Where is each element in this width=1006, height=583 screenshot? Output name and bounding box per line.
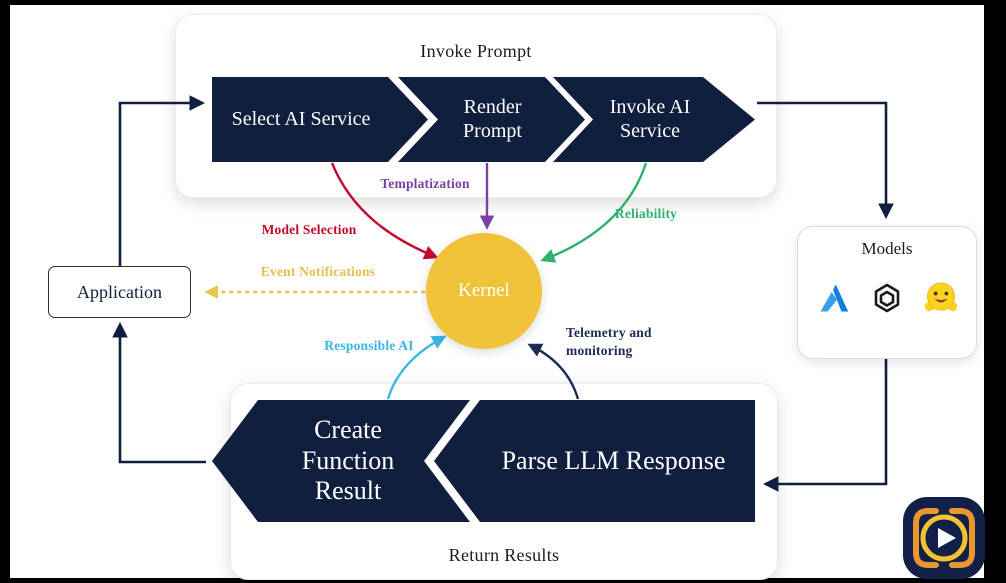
models-icon-row bbox=[798, 279, 976, 317]
step-parse-llm-response-label: Parse LLM Response bbox=[501, 445, 726, 475]
label-responsible-ai: Responsible AI bbox=[324, 338, 414, 353]
kernel-node: Kernel bbox=[426, 233, 542, 349]
azure-icon bbox=[814, 279, 852, 317]
label-templatization: Templatization bbox=[380, 176, 470, 191]
application-label: Application bbox=[77, 281, 162, 302]
application-box: Application bbox=[48, 266, 191, 318]
step-select-ai-service-label: Select AI Service bbox=[231, 107, 371, 130]
step-select-ai-service: Select AI Service bbox=[212, 77, 428, 162]
step-invoke-ai-service-label: Invoke AI Service bbox=[609, 95, 691, 142]
step-parse-llm-response: Parse LLM Response bbox=[434, 400, 755, 522]
openai-icon bbox=[868, 279, 906, 317]
huggingface-icon bbox=[922, 279, 960, 317]
step-create-function-result-label: Create Function Result bbox=[301, 414, 395, 506]
play-button[interactable] bbox=[903, 497, 985, 579]
label-event-notifications: Event Notifications bbox=[260, 264, 376, 279]
label-model-selection: Model Selection bbox=[261, 222, 357, 237]
kernel-label: Kernel bbox=[458, 280, 510, 301]
return-results-title: Return Results bbox=[448, 545, 560, 565]
label-reliability: Reliability bbox=[614, 206, 678, 221]
play-icon bbox=[913, 508, 975, 568]
invoke-prompt-title: Invoke Prompt bbox=[420, 41, 532, 61]
models-title: Models bbox=[861, 239, 913, 258]
models-panel: Models bbox=[797, 226, 977, 359]
label-telemetry: Telemetry and monitoring bbox=[566, 325, 652, 359]
step-render-prompt-label: Render Prompt bbox=[463, 95, 522, 142]
